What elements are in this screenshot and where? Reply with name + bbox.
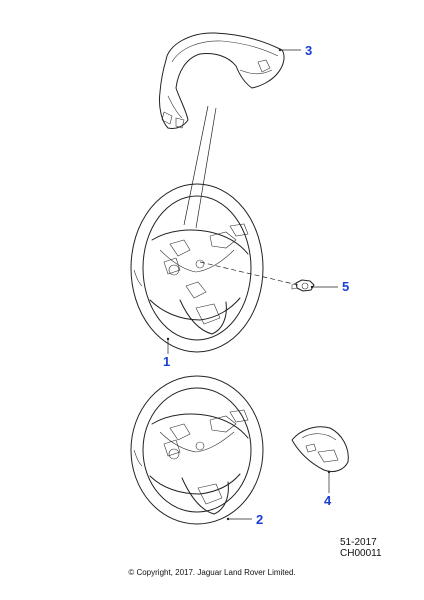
- callout-2: 2: [256, 512, 263, 527]
- reference-line-1: 51-2017: [340, 537, 377, 548]
- reference-line-2: CH00011: [340, 548, 382, 559]
- callout-3: 3: [305, 43, 312, 58]
- callout-4: 4: [324, 493, 332, 508]
- leader-lines: [166, 48, 338, 521]
- callout-5: 5: [342, 279, 349, 294]
- steering-wheel-upper: [130, 183, 264, 353]
- column-shroud-part: [159, 32, 285, 129]
- assembly-lines: [183, 105, 217, 229]
- bolt-axis-line: [199, 261, 299, 286]
- copyright-notice: © Copyright, 2017. Jaguar Land Rover Lim…: [128, 568, 296, 577]
- bolt-part: [291, 279, 315, 292]
- steering-wheel-lower: [130, 375, 264, 525]
- switch-trim-part: [291, 426, 349, 473]
- reference-code: 51-2017 CH00011: [340, 537, 382, 559]
- callout-1: 1: [163, 354, 170, 369]
